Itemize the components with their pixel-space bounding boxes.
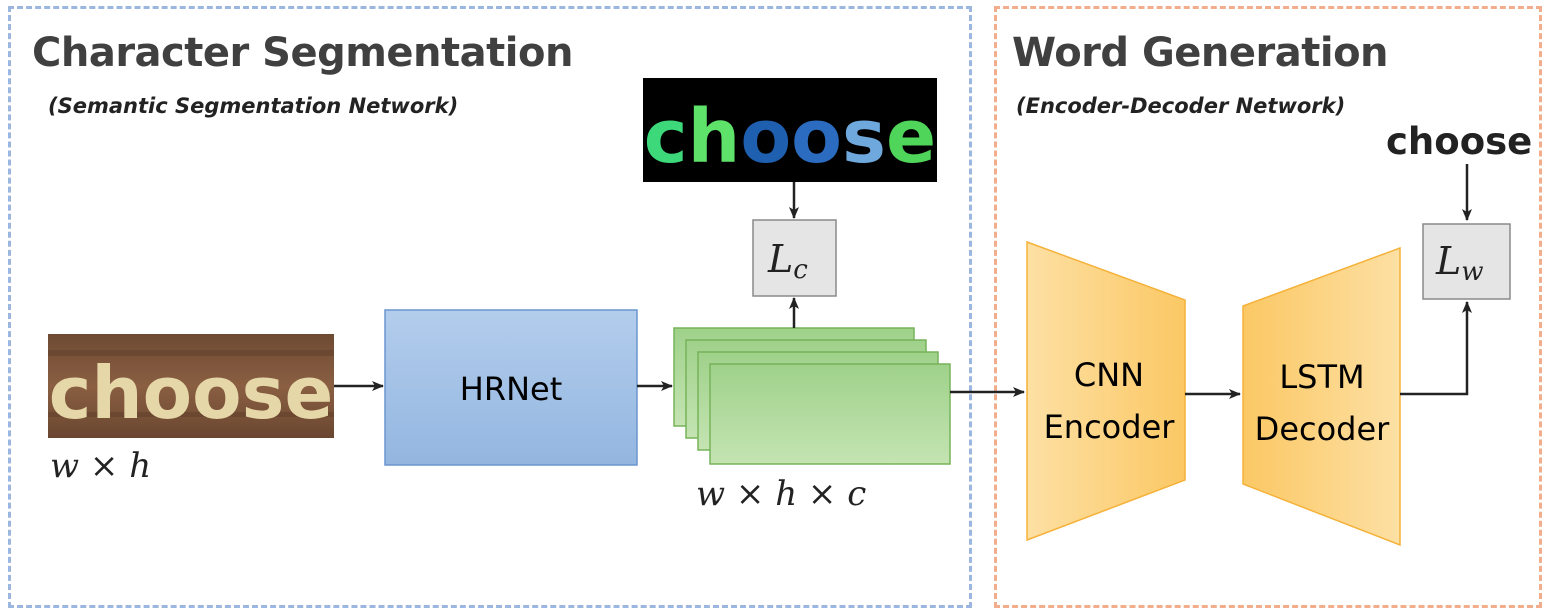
encoder-label-line2: Encoder — [1044, 408, 1176, 446]
cnn-encoder-block: CNN Encoder — [1026, 240, 1186, 542]
decoder-label-line2: Decoder — [1255, 410, 1391, 448]
word-generation-title: Word Generation — [1012, 30, 1389, 76]
segmentation-mask-image: choose — [643, 78, 937, 182]
input-image: choose — [48, 334, 334, 438]
encoder-label-line1: CNN — [1074, 356, 1144, 394]
svg-text:Lc: Lc — [767, 237, 808, 285]
hrnet-block: HRNet — [384, 309, 638, 466]
loss-w-sub: w — [1461, 257, 1483, 287]
character-segmentation-panel — [8, 6, 972, 608]
feature-map-stack — [673, 327, 951, 465]
loss-c-main: L — [767, 237, 793, 281]
encoder-decoder-subtitle: (Encoder-Decoder Network) — [1016, 94, 1346, 118]
arrow-decoder-to-loss-w — [1400, 301, 1472, 396]
loss-c-sub: c — [793, 255, 808, 285]
semantic-segmentation-subtitle: (Semantic Segmentation Network) — [48, 94, 459, 118]
loss-w-main: L — [1435, 239, 1461, 283]
word-generation-panel — [994, 6, 1542, 608]
segmentation-mask-word: choose — [644, 94, 937, 180]
feature-map-layer — [709, 363, 951, 465]
lstm-decoder-block: LSTM Decoder — [1242, 246, 1401, 547]
decoder-label-line1: LSTM — [1279, 358, 1364, 396]
input-dimension-label: w × h — [50, 446, 152, 486]
input-image-word: choose — [49, 351, 334, 435]
feature-dimension-label: w × h × c — [696, 474, 867, 514]
loss-c-box: Lc — [752, 219, 837, 297]
svg-text:Lw: Lw — [1435, 239, 1484, 287]
hrnet-label: HRNet — [460, 370, 562, 408]
character-segmentation-title: Character Segmentation — [32, 30, 573, 76]
target-word-label: choose — [1386, 120, 1533, 163]
loss-w-box: Lw — [1422, 223, 1511, 300]
